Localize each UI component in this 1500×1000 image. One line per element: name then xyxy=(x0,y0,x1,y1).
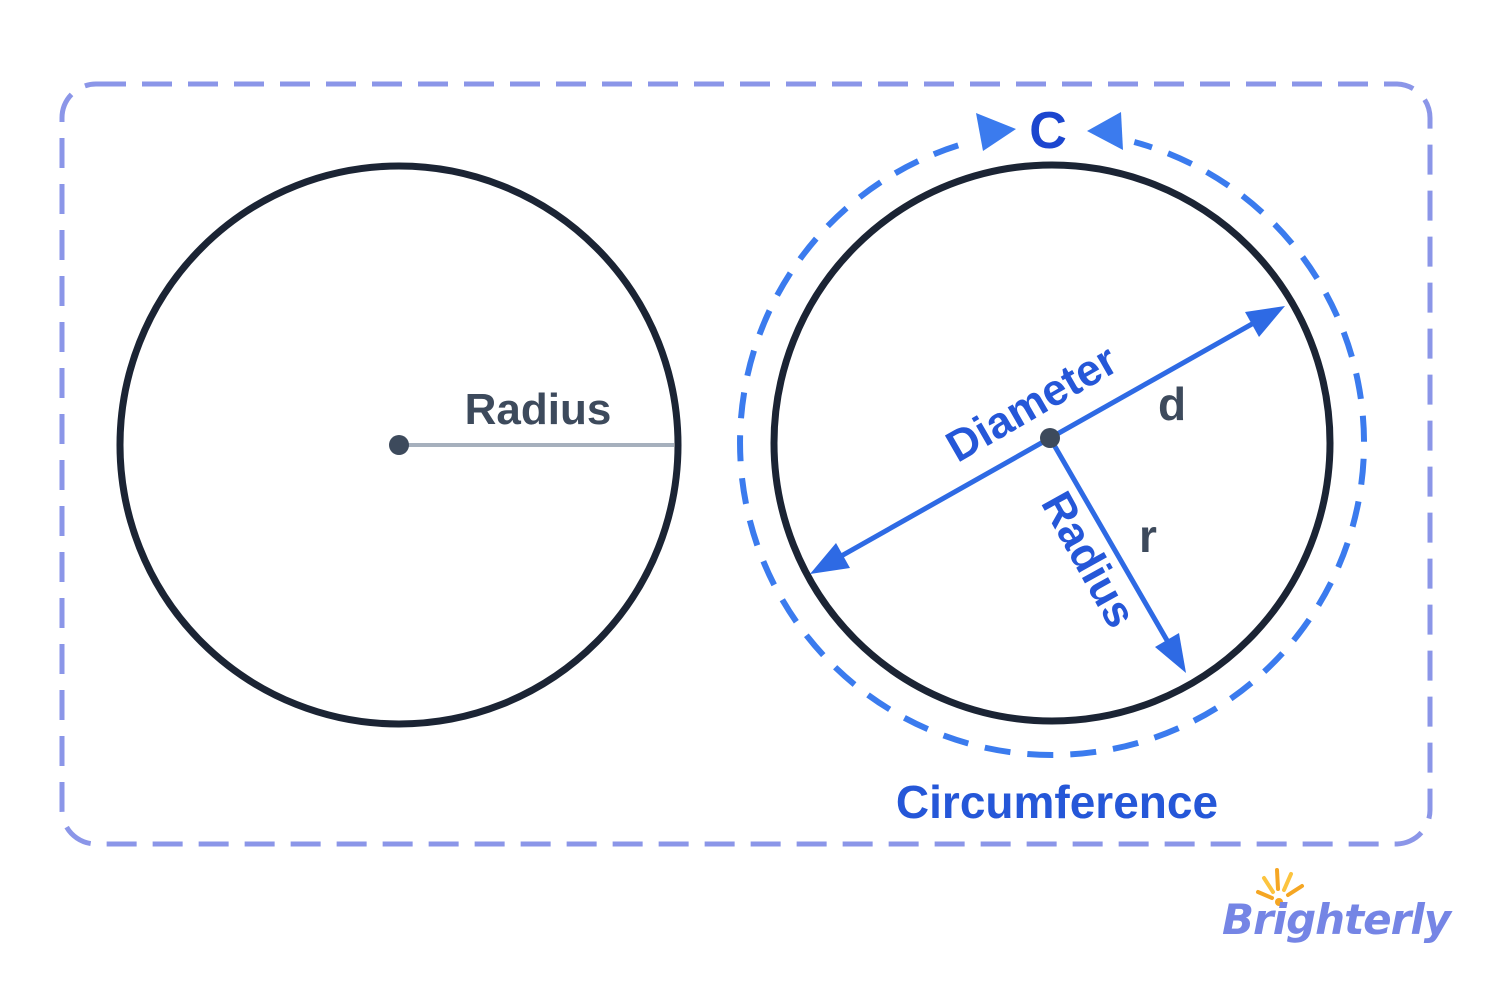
right-radius-line xyxy=(1047,436,1175,651)
diameter-arrowhead-upper-right-icon xyxy=(1245,306,1285,337)
circumference-symbol-label: C xyxy=(1029,102,1067,160)
circumference-arrow-left-icon xyxy=(976,113,1016,151)
radius-symbol-label: r xyxy=(1139,510,1157,562)
left-circle-group: Radius xyxy=(116,162,682,728)
diameter-arrowhead-lower-left-icon xyxy=(810,543,850,574)
diameter-label: Diameter xyxy=(938,335,1126,472)
left-center-dot xyxy=(389,435,409,455)
left-circle-outline xyxy=(116,162,682,728)
left-radius-label: Radius xyxy=(465,385,612,434)
dashed-frame-border xyxy=(59,81,1433,847)
circumference-arrow-right-icon xyxy=(1087,112,1123,150)
right-circle-group: C Diameter d Radius r Circumference xyxy=(737,102,1368,828)
diameter-symbol-label: d xyxy=(1158,378,1186,430)
circumference-label: Circumference xyxy=(896,776,1218,828)
right-center-dot xyxy=(1040,428,1060,448)
right-circle-outline xyxy=(770,161,1334,725)
sunburst-icon xyxy=(1256,868,1304,906)
brighterly-logo: Brighterly xyxy=(1212,862,1452,962)
circumference-dashed-circle xyxy=(737,139,1368,758)
radius-arrowhead-icon xyxy=(1155,633,1186,673)
logo-text: Brighterly xyxy=(1222,895,1451,944)
